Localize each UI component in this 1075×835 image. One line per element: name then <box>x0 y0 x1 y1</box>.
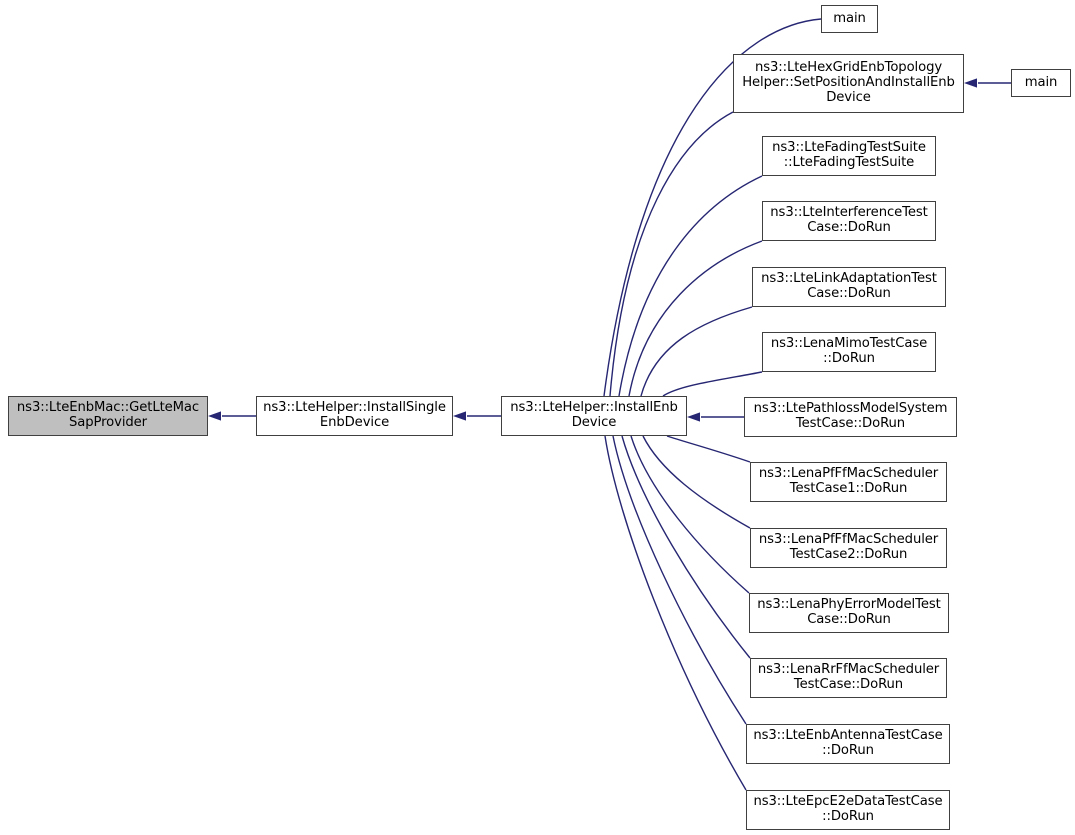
node-label: ns3::LteEpcE2eDataTestCase ::DoRun <box>753 794 943 824</box>
arrowhead-icon <box>964 78 977 88</box>
node-label: ns3::LteInterferenceTest Case::DoRun <box>770 205 928 235</box>
node-label: ns3::LtePathlossModelSystem TestCase::Do… <box>753 401 948 431</box>
graph-node-hexgrid[interactable]: ns3::LteHexGridEnbTopology Helper::SetPo… <box>733 54 964 113</box>
graph-edge-linkadapt-to-installenb <box>634 306 753 409</box>
graph-node-fading[interactable]: ns3::LteFadingTestSuite ::LteFadingTestS… <box>762 136 936 176</box>
graph-node-epce2e[interactable]: ns3::LteEpcE2eDataTestCase ::DoRun <box>746 790 950 830</box>
graph-edge-main_right-to-hexgrid <box>964 78 1011 88</box>
node-label: ns3::LteHelper::InstallSingle EnbDevice <box>263 400 446 430</box>
arrowhead-icon <box>453 411 466 421</box>
graph-node-installenb[interactable]: ns3::LteHelper::InstallEnb Device <box>501 396 687 436</box>
graph-edge-enbantenna-to-installenb <box>605 423 747 725</box>
arrowhead-icon <box>687 412 700 422</box>
node-label: ns3::LenaPfFfMacScheduler TestCase1::DoR… <box>758 466 939 496</box>
node-label: ns3::LteHelper::InstallEnb Device <box>510 400 678 430</box>
graph-edge-installsingle-to-target <box>208 411 256 421</box>
graph-node-target-current[interactable]: ns3::LteEnbMac::GetLteMac SapProvider <box>8 396 208 436</box>
node-label: ns3::LteHexGridEnbTopology Helper::SetPo… <box>742 60 955 105</box>
graph-node-phyerror[interactable]: ns3::LenaPhyErrorModelTest Case::DoRun <box>749 593 949 633</box>
node-label: ns3::LenaPhyErrorModelTest Case::DoRun <box>757 597 941 627</box>
graph-edge-rrff-to-installenb <box>614 423 751 659</box>
graph-node-pfff2[interactable]: ns3::LenaPfFfMacScheduler TestCase2::DoR… <box>750 528 947 568</box>
graph-edge-phyerror-to-installenb <box>623 423 750 594</box>
graph-node-pfff1[interactable]: ns3::LenaPfFfMacScheduler TestCase1::DoR… <box>750 462 947 502</box>
graph-node-installsingle[interactable]: ns3::LteHelper::InstallSingle EnbDevice <box>256 396 453 436</box>
graph-edge-interference-to-installenb <box>621 240 763 409</box>
graph-edge-pfff2-to-installenb <box>635 423 751 529</box>
graph-edge-pathloss-to-installenb <box>687 412 744 422</box>
graph-node-linkadapt[interactable]: ns3::LteLinkAdaptationTest Case::DoRun <box>752 267 946 307</box>
node-label: ns3::LteLinkAdaptationTest Case::DoRun <box>761 271 937 301</box>
graph-node-mimo[interactable]: ns3::LenaMimoTestCase ::DoRun <box>762 332 936 372</box>
graph-node-main_right[interactable]: main <box>1011 69 1071 97</box>
graph-edge-hexgrid-to-installenb <box>602 111 734 409</box>
node-label: ns3::LenaPfFfMacScheduler TestCase2::DoR… <box>758 532 939 562</box>
graph-edge-installenb-to-installsingle <box>453 411 501 421</box>
graph-node-main_top[interactable]: main <box>821 5 878 33</box>
graph-node-rrff[interactable]: ns3::LenaRrFfMacScheduler TestCase::DoRu… <box>750 658 947 698</box>
node-label: ns3::LteFadingTestSuite ::LteFadingTestS… <box>772 140 926 170</box>
graph-node-pathloss[interactable]: ns3::LtePathlossModelSystem TestCase::Do… <box>744 397 957 437</box>
node-label: ns3::LteEnbMac::GetLteMac SapProvider <box>16 400 200 430</box>
graph-edge-epce2e-to-installenb <box>598 423 747 791</box>
graph-node-interference[interactable]: ns3::LteInterferenceTest Case::DoRun <box>762 201 936 241</box>
graph-edge-fading-to-installenb <box>611 175 763 409</box>
node-label: main <box>1024 74 1058 90</box>
node-label: main <box>833 10 866 26</box>
node-label: ns3::LenaMimoTestCase ::DoRun <box>770 336 928 366</box>
arrowhead-icon <box>208 411 221 421</box>
node-label: ns3::LenaRrFfMacScheduler TestCase::DoRu… <box>757 662 940 692</box>
node-label: ns3::LteEnbAntennaTestCase ::DoRun <box>753 728 943 758</box>
graph-node-enbantenna[interactable]: ns3::LteEnbAntennaTestCase ::DoRun <box>746 724 950 764</box>
